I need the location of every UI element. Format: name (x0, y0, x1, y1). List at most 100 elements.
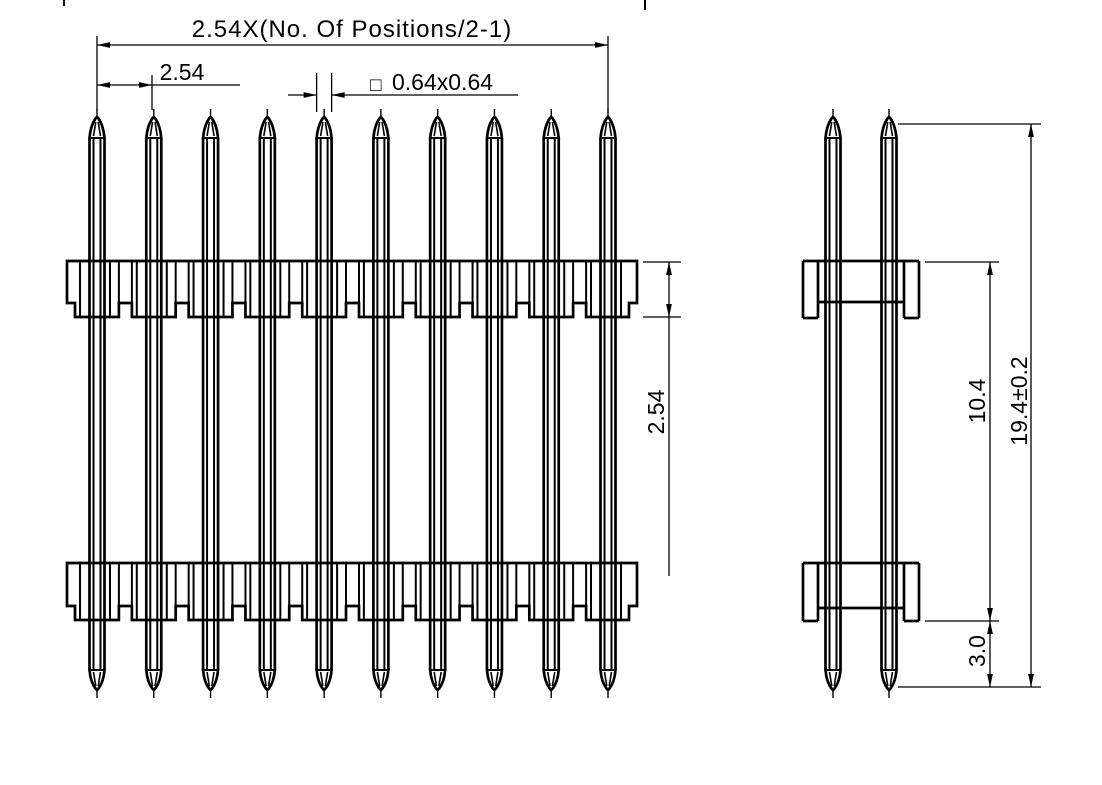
square-symbol: □ (370, 75, 382, 96)
pin-top-tip (371, 115, 390, 140)
dimension-arrow (303, 92, 317, 98)
dimension-arrow (987, 608, 993, 621)
pin-tip-chamfer (828, 121, 833, 137)
pin-tip-chamfer (92, 121, 97, 137)
side-insulator-top (801, 259, 921, 320)
pin (258, 109, 277, 698)
dimension-arrow (666, 304, 672, 317)
pin-bottom-tip (88, 668, 106, 692)
pin-tip-chamfer (828, 671, 833, 687)
side-insulator-bottom (801, 561, 921, 623)
pin-tip-chamfer (210, 121, 215, 137)
dimension-arrow (987, 674, 993, 687)
dimension-arrow (1028, 674, 1034, 687)
pin (428, 109, 447, 698)
insulator-outline (65, 561, 639, 622)
pin-top-tip (542, 115, 561, 140)
frame-ticks (63, 0, 646, 10)
pin-top-tip (315, 115, 334, 140)
pin (542, 109, 561, 698)
dimension-arrow (987, 262, 993, 275)
pin-tip-chamfer (376, 121, 381, 137)
pin-tip-chamfer (154, 671, 159, 687)
pin-tip-chamfer (603, 671, 608, 687)
pin-tip-chamfer (608, 121, 613, 137)
pin-tip-chamfer (263, 121, 267, 137)
dimension-arrow (331, 92, 345, 98)
dim-pitch-label: 2.54 (160, 59, 205, 85)
pin-tip-chamfer (494, 671, 499, 687)
side-view (801, 109, 921, 698)
dimension-arrow (139, 82, 152, 88)
dim-tail-length-label: 3.0 (964, 635, 990, 667)
pin-bottom-tip (824, 668, 842, 692)
pin-tip-chamfer (884, 121, 889, 137)
pin-tip-chamfer (92, 671, 97, 687)
pin-tip-chamfer (608, 671, 613, 687)
pin-tip-chamfer (324, 671, 329, 687)
pin-tip-chamfer (149, 121, 154, 137)
pin-bottom-tip (144, 668, 163, 692)
pin-tip-chamfer (149, 671, 154, 687)
dimension-arrow (97, 82, 110, 88)
pin (201, 109, 220, 698)
dimension-arrow (595, 42, 608, 48)
pin-tip-chamfer (206, 121, 211, 137)
dim-insulator-height-label: 2.54 (643, 389, 669, 434)
pin-tip-chamfer (319, 121, 324, 137)
dimension-arrow (1028, 124, 1034, 137)
pin-bottom-tip (542, 668, 561, 692)
pin-tip-chamfer (97, 121, 102, 137)
pin-tip-chamfer (603, 121, 608, 137)
pin (144, 109, 163, 698)
pin-tip-chamfer (97, 671, 102, 687)
pin-bottom-tip (428, 668, 447, 692)
pin (315, 109, 334, 698)
pin (485, 109, 504, 698)
pin-tip-chamfer (154, 121, 159, 137)
pin-tip-chamfer (433, 121, 438, 137)
pin-tip-chamfer (889, 121, 894, 137)
pin (599, 109, 617, 698)
pin-tip-chamfer (490, 671, 495, 687)
pin-top-tip (144, 115, 163, 140)
dim-pin-cross-section-label: 0.64x0.64 (392, 69, 493, 95)
pin-bottom-tip (880, 668, 898, 692)
pin-tip-chamfer (884, 671, 889, 687)
pin-tip-chamfer (551, 121, 556, 137)
pin-tip-chamfer (381, 671, 386, 687)
pin-bottom-tip (371, 668, 390, 692)
pin-tip-chamfer (381, 121, 386, 137)
insulator-outline (65, 259, 639, 319)
pin-tip-chamfer (267, 671, 272, 687)
pin-bottom-tip (485, 668, 504, 692)
dim-overall-length-label: 19.4±0.2 (1006, 356, 1032, 445)
insulator-bar-top (65, 259, 639, 319)
pin-tip-chamfer (438, 121, 442, 137)
pin-tip-chamfer (546, 121, 551, 137)
pin-tip-chamfer (433, 671, 438, 687)
dimension-lines (96, 36, 1041, 688)
insulator-bar-bottom (65, 561, 639, 622)
pin-tip-chamfer (438, 671, 442, 687)
pin-top-tip (824, 115, 842, 140)
pin-tip-chamfer (494, 121, 499, 137)
dimension-arrow (666, 262, 672, 275)
pin-top-tip (485, 115, 504, 140)
pin-tip-chamfer (263, 671, 267, 687)
pin-tip-chamfer (889, 671, 894, 687)
pin-top-tip (428, 115, 447, 140)
pin-top-tip (88, 115, 106, 140)
pin-tip-chamfer (546, 671, 551, 687)
pin (88, 109, 106, 698)
dimension-arrow (987, 621, 993, 634)
pin-bottom-tip (315, 668, 334, 692)
pin-bottom-tip (599, 668, 617, 692)
pin-tip-chamfer (267, 121, 272, 137)
pin-tip-chamfer (376, 671, 381, 687)
pin-top-tip (599, 115, 617, 140)
pin-tip-chamfer (833, 671, 838, 687)
pin-bottom-tip (201, 668, 220, 692)
